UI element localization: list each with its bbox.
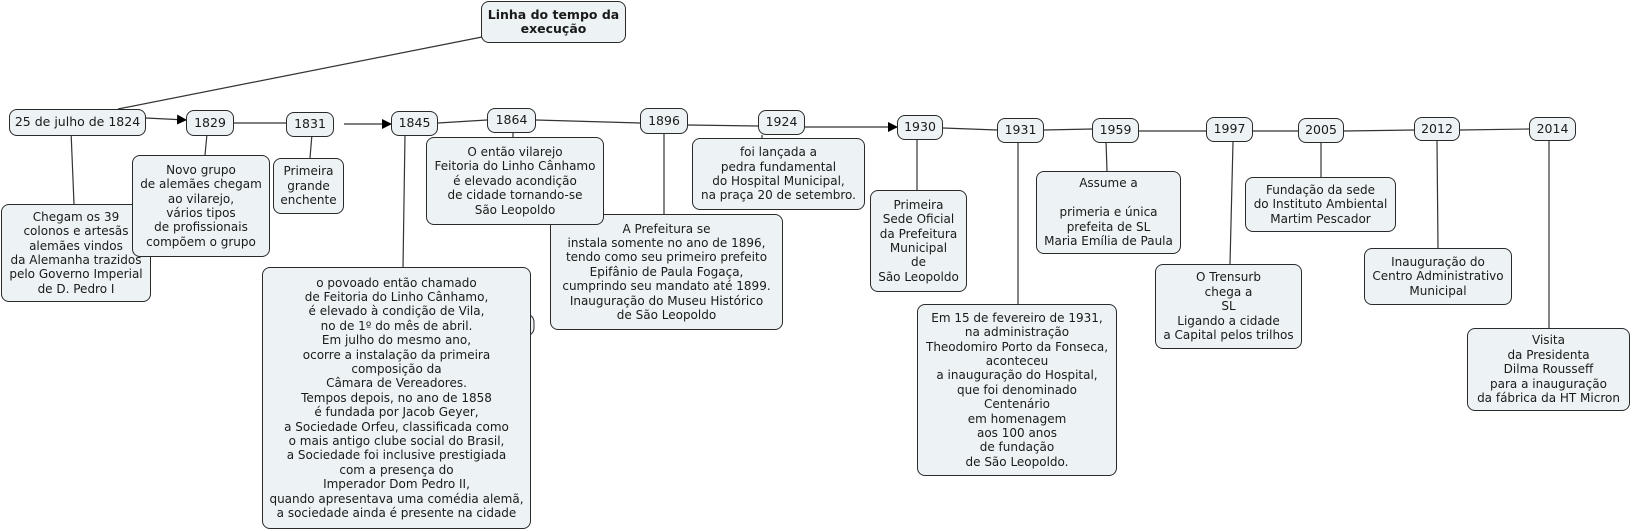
- year-1924[interactable]: 1924: [758, 110, 805, 135]
- year-1831[interactable]: 1831: [286, 112, 334, 137]
- link-2012-2014: [1459, 128, 1531, 131]
- desc-2014[interactable]: Visita da Presidenta Dilma Rousseff para…: [1467, 328, 1630, 411]
- year-1824[interactable]: 25 de julho de 1824: [9, 109, 146, 136]
- desc-1829[interactable]: Novo grupo de alemães chegam ao vilarejo…: [132, 155, 270, 257]
- year-1930[interactable]: 1930: [897, 115, 943, 140]
- desc-1924[interactable]: foi lançada a pedra fundamental do Hospi…: [692, 138, 865, 210]
- link-1930-1931: [942, 127, 998, 131]
- link-1896-1924: [687, 124, 759, 127]
- year-1931[interactable]: 1931: [997, 118, 1044, 143]
- year-1997[interactable]: 1997: [1206, 117, 1253, 142]
- link-1824-desc: [70, 130, 75, 205]
- desc-1930[interactable]: Primeira Sede Oficial da Prefeitura Muni…: [870, 190, 967, 292]
- desc-1864[interactable]: O então vilarejo Feitoria do Linho Cânha…: [426, 137, 604, 225]
- link-title-1824: [117, 36, 483, 110]
- link-1831-desc: [309, 133, 313, 159]
- year-1845[interactable]: 1845: [391, 111, 438, 136]
- desc-1997[interactable]: O Trensurb chega a SL Ligando a cidade a…: [1155, 264, 1302, 349]
- link-1864-1896: [535, 119, 641, 124]
- year-1959[interactable]: 1959: [1092, 118, 1139, 143]
- link-1829-desc: [204, 133, 208, 156]
- desc-1845[interactable]: o povoado então chamado de Feitoria do L…: [262, 267, 531, 529]
- link-1824-1829: [145, 114, 187, 125]
- desc-2012[interactable]: Inauguração do Centro Administrativo Mun…: [1364, 248, 1512, 305]
- link-2012-desc: [1436, 140, 1439, 249]
- link-2005-2012: [1343, 129, 1415, 132]
- timeline-title[interactable]: Linha do tempo da execução: [481, 1, 626, 43]
- year-1829[interactable]: 1829: [186, 110, 234, 136]
- desc-1831[interactable]: Primeira grande enchente: [273, 158, 344, 214]
- year-1864[interactable]: 1864: [487, 108, 536, 133]
- year-2014[interactable]: 2014: [1529, 117, 1576, 141]
- year-1896[interactable]: 1896: [640, 108, 688, 134]
- desc-1959[interactable]: Assume a primeria e única prefeita de SL…: [1036, 171, 1181, 254]
- year-2005[interactable]: 2005: [1298, 118, 1344, 143]
- link-1931-1959: [1043, 128, 1093, 131]
- link-1845-desc: [402, 133, 406, 269]
- desc-1896[interactable]: A Prefeitura se instala somente no ano d…: [550, 214, 783, 330]
- desc-1824[interactable]: Chegam os 39 colonos e artesãs alemães v…: [1, 204, 151, 302]
- desc-2005[interactable]: Fundação da sede do Instituto Ambiental …: [1245, 177, 1396, 232]
- link-1959-desc: [1105, 140, 1108, 172]
- link-1997-desc: [1229, 141, 1234, 265]
- desc-1931[interactable]: Em 15 de fevereiro de 1931, na administr…: [917, 304, 1117, 476]
- link-1845-1864: [437, 119, 488, 124]
- year-2012[interactable]: 2012: [1414, 117, 1460, 141]
